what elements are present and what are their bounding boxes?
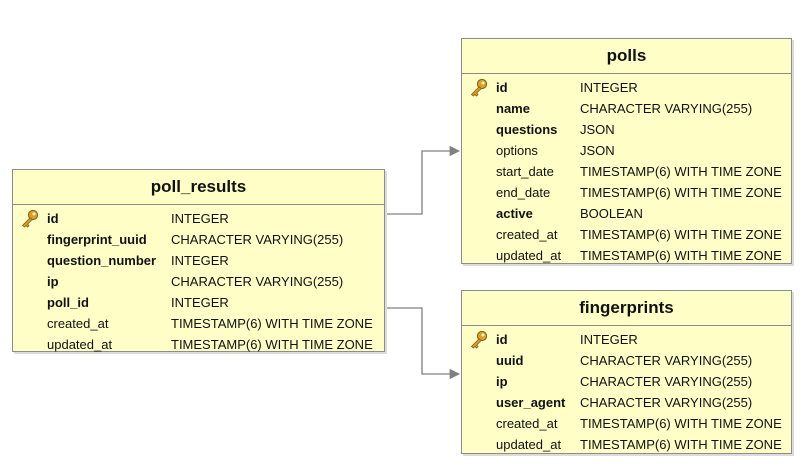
column-row[interactable]: id INTEGER [13,208,384,229]
column-list: id INTEGER name CHARACTER VARYING(255) quest… [462,74,791,266]
column-row[interactable]: updated_at TIMESTAMP(6) WITH TIME ZONE [462,245,791,266]
column-name: updated_at [47,337,113,352]
entity-title: fingerprints [462,291,791,326]
column-type: CHARACTER VARYING(255) [580,374,753,389]
column-type: CHARACTER VARYING(255) [580,101,753,116]
column-name: start_date [496,164,554,179]
column-type: TIMESTAMP(6) WITH TIME ZONE [580,227,782,242]
entity-title: polls [462,39,791,74]
column-name: created_at [496,416,558,431]
column-type: INTEGER [171,295,229,310]
column-type: TIMESTAMP(6) WITH TIME ZONE [580,248,782,263]
column-row[interactable]: created_at TIMESTAMP(6) WITH TIME ZONE [13,313,384,334]
column-name: ip [47,274,59,289]
column-type: CHARACTER VARYING(255) [580,353,753,368]
column-row[interactable]: updated_at TIMESTAMP(6) WITH TIME ZONE [13,334,384,355]
column-row[interactable]: end_date TIMESTAMP(6) WITH TIME ZONE [462,182,791,203]
column-type: CHARACTER VARYING(255) [580,395,753,410]
column-type: TIMESTAMP(6) WITH TIME ZONE [580,164,782,179]
column-type: BOOLEAN [580,206,643,221]
column-type: INTEGER [580,332,638,347]
column-name: name [496,101,530,116]
column-name: id [47,211,59,226]
column-name: updated_at [496,248,562,263]
column-name: user_agent [496,395,566,410]
key-icon [469,78,489,97]
column-name: poll_id [47,295,89,310]
column-row[interactable]: start_date TIMESTAMP(6) WITH TIME ZONE [462,161,791,182]
column-type: INTEGER [171,253,229,268]
column-row[interactable]: user_agent CHARACTER VARYING(255) [462,392,791,413]
column-row[interactable]: questions JSON [462,119,791,140]
column-row[interactable]: updated_at TIMESTAMP(6) WITH TIME ZONE [462,434,791,455]
column-name: id [496,80,508,95]
column-type: TIMESTAMP(6) WITH TIME ZONE [171,337,373,352]
column-name: updated_at [496,437,562,452]
column-type: INTEGER [580,80,638,95]
column-row[interactable]: fingerprint_uuid CHARACTER VARYING(255) [13,229,384,250]
column-name: active [496,206,533,221]
key-icon [20,209,40,228]
column-row[interactable]: uuid CHARACTER VARYING(255) [462,350,791,371]
entity-polls[interactable]: polls id INTEGER name CHARACTER VARYING(255… [461,38,792,264]
column-row[interactable]: created_at TIMESTAMP(6) WITH TIME ZONE [462,413,791,434]
column-name: created_at [47,316,109,331]
column-row[interactable]: active BOOLEAN [462,203,791,224]
column-name: id [496,332,508,347]
column-type: TIMESTAMP(6) WITH TIME ZONE [580,416,782,431]
column-row[interactable]: name CHARACTER VARYING(255) [462,98,791,119]
column-name: created_at [496,227,558,242]
column-row[interactable]: options JSON [462,140,791,161]
entity-title: poll_results [13,170,384,205]
column-type: TIMESTAMP(6) WITH TIME ZONE [171,316,373,331]
column-type: CHARACTER VARYING(255) [171,274,344,289]
column-name: uuid [496,353,524,368]
column-row[interactable]: question_number INTEGER [13,250,384,271]
column-type: CHARACTER VARYING(255) [171,232,344,247]
column-type: TIMESTAMP(6) WITH TIME ZONE [580,185,782,200]
column-row[interactable]: created_at TIMESTAMP(6) WITH TIME ZONE [462,224,791,245]
column-row[interactable]: id INTEGER [462,77,791,98]
column-name: ip [496,374,508,389]
column-type: JSON [580,122,615,137]
column-row[interactable]: ip CHARACTER VARYING(255) [462,371,791,392]
column-row[interactable]: ip CHARACTER VARYING(255) [13,271,384,292]
column-name: questions [496,122,558,137]
connector-poll-results-to-polls [385,145,461,215]
column-name: end_date [496,185,551,200]
column-type: INTEGER [171,211,229,226]
column-name: fingerprint_uuid [47,232,147,247]
column-name: options [496,143,538,158]
connector-poll-results-to-fingerprints [385,307,461,380]
column-type: JSON [580,143,615,158]
column-type: TIMESTAMP(6) WITH TIME ZONE [580,437,782,452]
column-row[interactable]: poll_id INTEGER [13,292,384,313]
key-icon [469,330,489,349]
column-row[interactable]: id INTEGER [462,329,791,350]
column-name: question_number [47,253,157,268]
